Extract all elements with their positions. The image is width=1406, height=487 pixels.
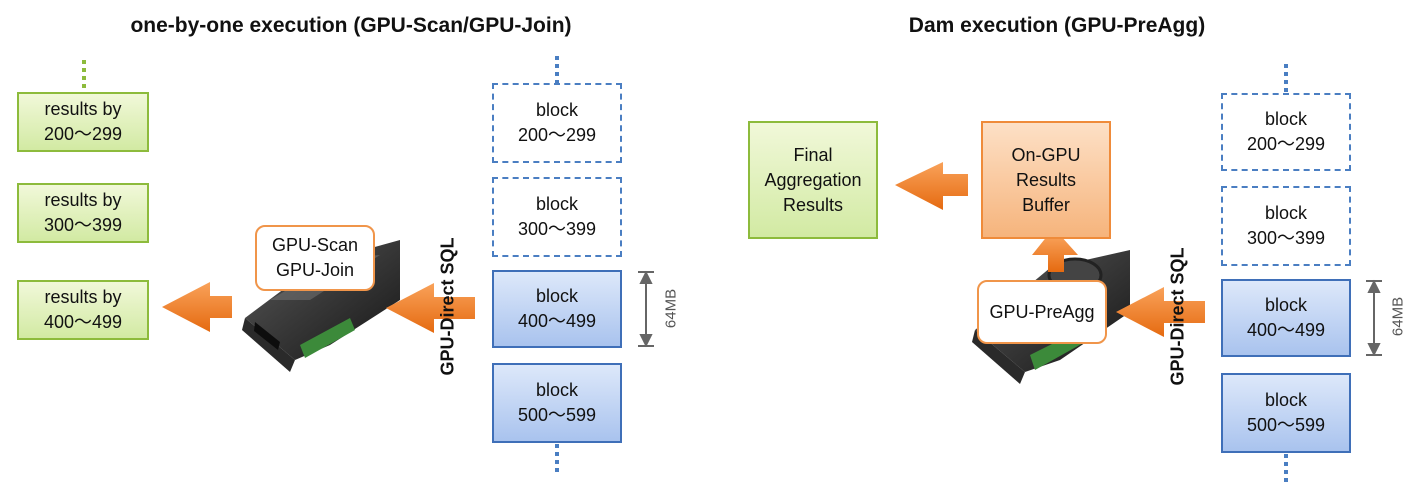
orange-arrow-icon bbox=[895, 162, 968, 210]
block-active: block 400～499 bbox=[492, 270, 622, 348]
block-pending: block 300～399 bbox=[1221, 186, 1351, 266]
gpu-direct-sql-label: GPU-Direct SQL bbox=[1167, 247, 1188, 386]
orange-arrow-icon bbox=[386, 283, 475, 333]
gpu-scan-join-label: GPU-Scan GPU-Join bbox=[255, 225, 375, 291]
block-pending: block 300～399 bbox=[492, 177, 622, 257]
block-size-label: 64MB bbox=[1389, 296, 1406, 337]
block-size-label: 64MB bbox=[662, 288, 680, 329]
block-active: block 500～599 bbox=[1221, 373, 1351, 453]
right-block-size-indicator bbox=[1366, 279, 1382, 357]
final-aggregation-box: Final Aggregation Results bbox=[748, 121, 878, 239]
left-title: one-by-one execution (GPU-Scan/GPU-Join) bbox=[130, 14, 572, 37]
gpu-preagg-label: GPU-PreAgg bbox=[977, 280, 1107, 344]
block-pending: block 200～299 bbox=[492, 83, 622, 163]
gpu-direct-sql-label: GPU-Direct SQL bbox=[437, 237, 458, 376]
block-pending: block 200～299 bbox=[1221, 93, 1351, 171]
on-gpu-results-buffer: On-GPU Results Buffer bbox=[981, 121, 1111, 239]
result-box: results by 300～399 bbox=[17, 183, 149, 243]
block-active: block 400～499 bbox=[1221, 279, 1351, 357]
orange-arrow-icon bbox=[162, 282, 232, 332]
result-box: results by 200～299 bbox=[17, 92, 149, 152]
block-active: block 500～599 bbox=[492, 363, 622, 443]
right-title: Dam execution (GPU-PreAgg) bbox=[908, 14, 1206, 37]
left-block-size-indicator bbox=[638, 270, 654, 348]
orange-arrow-icon bbox=[1032, 235, 1078, 272]
result-box: results by 400～499 bbox=[17, 280, 149, 340]
orange-arrow-icon bbox=[1116, 287, 1205, 337]
